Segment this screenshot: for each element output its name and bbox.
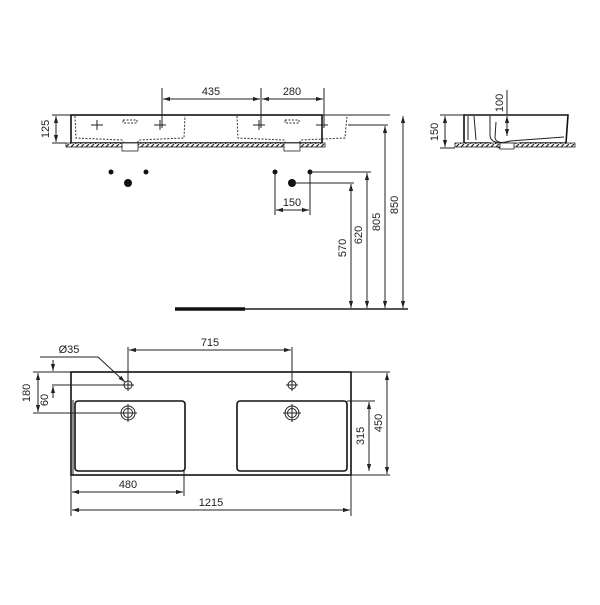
dim-480: 480 [119,479,137,491]
dim-100: 100 [494,94,506,112]
right-bowl [236,400,348,472]
dim-150-supply: 150 [283,197,301,209]
basin-front-outline [70,114,323,144]
countertop-outline [70,371,352,476]
dim-1215: 1215 [199,497,223,509]
dim-450: 450 [373,414,385,432]
dim-850: 850 [389,196,401,214]
front-view: 435 280 125 150 570 620 805 850 [40,86,408,311]
dim-570: 570 [337,239,349,257]
dim-435: 435 [202,86,220,98]
left-bowl [74,400,186,472]
left-bowl-hidden-line [74,115,186,146]
dim-150-side: 150 [429,123,441,141]
countertop-hatch [65,142,326,148]
dim-280: 280 [283,86,301,98]
dim-805: 805 [371,213,383,231]
side-view: 100 150 [429,90,576,150]
right-bowl-hidden-line [236,115,348,146]
dim-715: 715 [201,337,219,349]
top-view: Ø35 715 180 60 315 450 480 1215 [21,337,390,516]
dim-180: 180 [21,384,33,402]
side-countertop-hatch [454,142,576,148]
dim-hole-diameter: Ø35 [59,344,80,356]
supply-point [143,169,149,175]
dim-125: 125 [40,120,52,138]
dim-620: 620 [353,226,365,244]
waste-hole-right [283,404,301,422]
dim-60: 60 [39,394,51,406]
tap-hole-right [286,379,298,391]
dim-315: 315 [355,427,367,445]
waste-point [124,179,132,187]
waste-hole-left [119,404,137,422]
supply-point [108,169,114,175]
